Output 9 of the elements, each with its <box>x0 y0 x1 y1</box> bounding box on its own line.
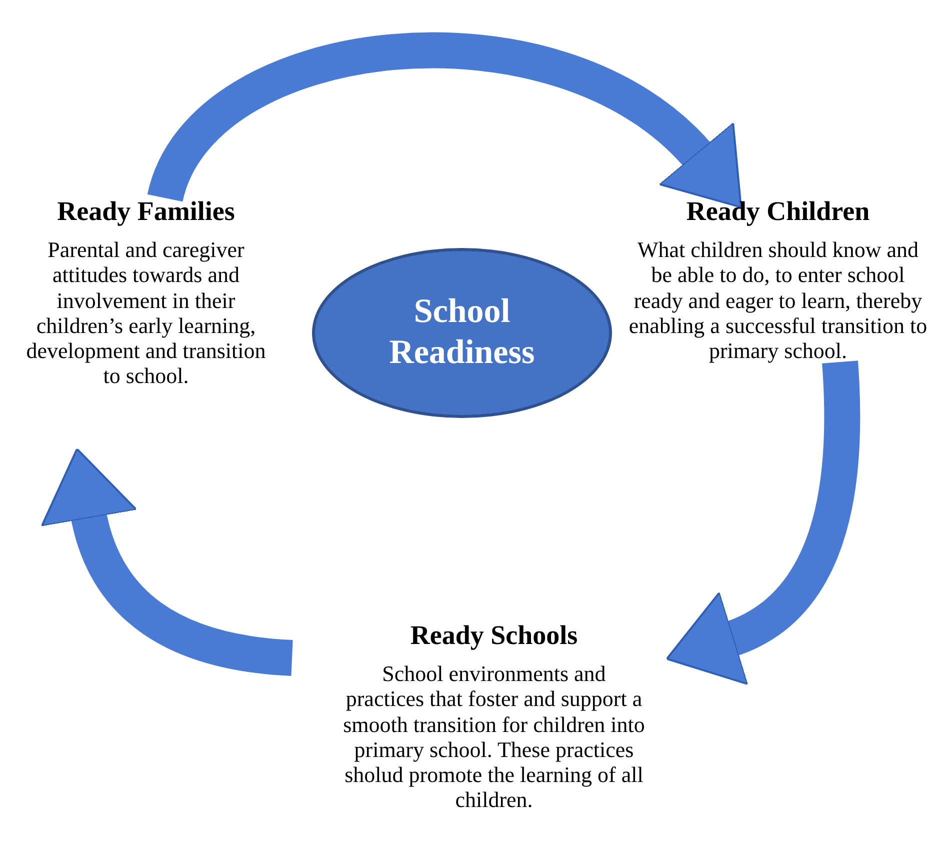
section-heading: Ready Children <box>686 196 870 227</box>
section-description: School environments and practices that foster and support a smooth transition for children into primary school. These practices sholud promote the learning of all children. <box>342 661 646 813</box>
section-description: What children should know and be able to do, to enter school ready and eager to learn, thereby enabling a successful transition to primary school. <box>628 237 928 364</box>
section-heading: Ready Schools <box>410 620 578 651</box>
curved-arrow <box>42 448 294 676</box>
section-description: Parental and caregiver attitudes towards and involvement in their children’s early learning, development and transition to school. <box>25 237 267 389</box>
center-title: School Readiness <box>388 292 536 373</box>
curved-arrow <box>667 361 860 684</box>
section-heading: Ready Families <box>57 196 235 227</box>
